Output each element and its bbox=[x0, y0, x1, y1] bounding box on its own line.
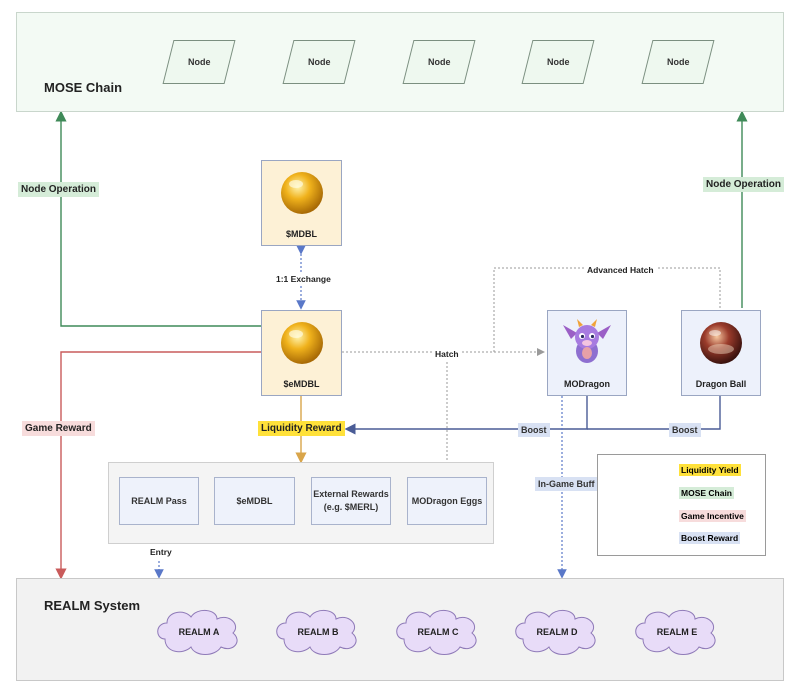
mdbl-card: $MDBL bbox=[261, 160, 342, 246]
realm-system-title: REALM System bbox=[44, 598, 141, 613]
label-node-operation-left: Node Operation bbox=[18, 182, 100, 197]
label-in-game-buff: In-Game Buff bbox=[535, 477, 598, 491]
node-3-label: Node bbox=[427, 57, 451, 67]
mdbl-label: $MDBL bbox=[286, 229, 317, 239]
modragon-label: MODragon bbox=[564, 379, 610, 389]
dragon-ball-icon bbox=[700, 322, 742, 364]
legend-label-game-incentive: Game Incentive bbox=[679, 510, 746, 522]
label-hatch: Hatch bbox=[432, 347, 462, 361]
node-1: Node bbox=[162, 40, 236, 84]
label-advanced-hatch: Advanced Hatch bbox=[584, 263, 657, 277]
node-2: Node bbox=[282, 40, 356, 84]
dragon-ball-label: Dragon Ball bbox=[695, 379, 747, 389]
emdbl-label: $eMDBL bbox=[283, 379, 320, 389]
label-boost-left: Boost bbox=[518, 423, 550, 437]
edge-game-reward bbox=[55, 351, 261, 580]
node-5: Node bbox=[641, 40, 715, 84]
node-2-label: Node bbox=[307, 57, 331, 67]
legend-label-boost-reward: Boost Reward bbox=[679, 532, 741, 544]
edge-boost-dragonball bbox=[587, 396, 721, 430]
label-liquidity-reward: Liquidity Reward bbox=[258, 421, 345, 436]
reward-realm-pass: REALM Pass bbox=[119, 477, 199, 525]
node-3: Node bbox=[402, 40, 476, 84]
node-4: Node bbox=[521, 40, 595, 84]
label-entry: Entry bbox=[147, 545, 175, 559]
reward-external: External Rewards (e.g. $MERL) bbox=[311, 477, 391, 525]
node-5-label: Node bbox=[666, 57, 690, 67]
emdbl-coin-icon bbox=[280, 322, 323, 364]
realm-system-frame bbox=[16, 578, 784, 681]
reward-emdbl: $eMDBL bbox=[214, 477, 295, 525]
label-game-reward: Game Reward bbox=[22, 421, 95, 436]
dragon-ball-card: Dragon Ball bbox=[681, 310, 761, 396]
label-exchange: 1:1 Exchange bbox=[273, 272, 334, 286]
emdbl-card: $eMDBL bbox=[261, 310, 342, 396]
mose-chain-title: MOSE Chain bbox=[44, 80, 123, 95]
dragon-icon bbox=[563, 319, 611, 363]
mdbl-coin-icon bbox=[280, 172, 323, 214]
node-4-label: Node bbox=[546, 57, 570, 67]
modragon-card: MODragon bbox=[547, 310, 627, 396]
legend-label-mose-chain: MOSE Chain bbox=[679, 487, 735, 499]
legend-label-liquidity-yield: Liquidity Yield bbox=[679, 464, 741, 476]
label-node-operation-right: Node Operation bbox=[703, 177, 785, 192]
label-boost-right: Boost bbox=[669, 423, 701, 437]
node-1-label: Node bbox=[187, 57, 211, 67]
edge-node-operation-left bbox=[55, 110, 261, 327]
edge-boost-modragon bbox=[344, 396, 588, 435]
reward-modragon-eggs: MODragon Eggs bbox=[407, 477, 487, 525]
